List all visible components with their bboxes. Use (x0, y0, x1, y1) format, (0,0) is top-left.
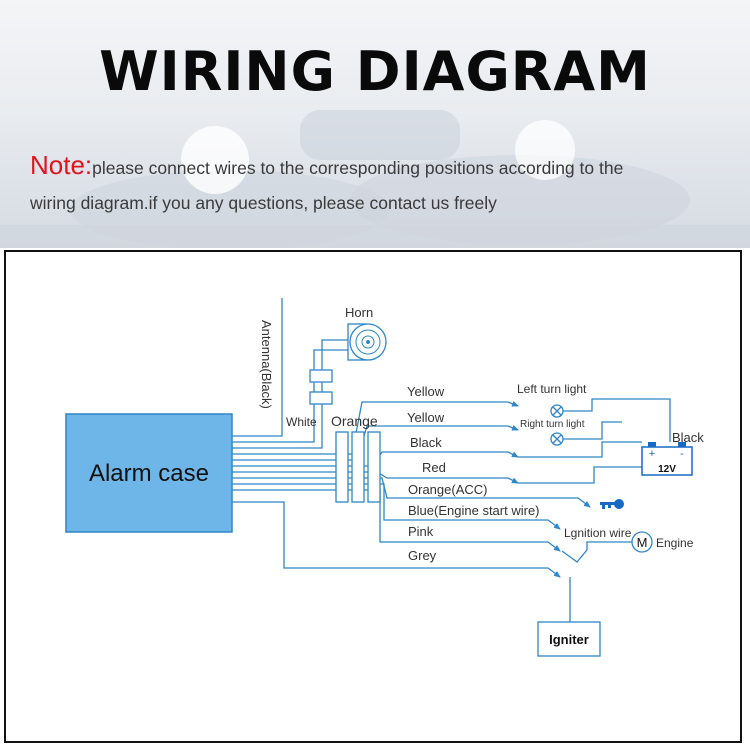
yellow-wire-1 (232, 400, 519, 455)
right-light-return (563, 421, 622, 440)
grey-wire (232, 501, 561, 578)
battery-minus-label: - (680, 448, 684, 460)
motor-label: M (637, 535, 648, 550)
blue-label: Blue(Engine start wire) (408, 503, 540, 518)
black-label: Black (410, 435, 442, 450)
horn-label: Horn (345, 305, 373, 320)
key-icon (600, 499, 624, 509)
battery-plus-line (518, 466, 642, 484)
antenna-wire (232, 298, 283, 437)
left-turn-light-label: Left turn light (517, 382, 587, 396)
wiring-diagram-frame: + - 12V Alarm case Antenna(Black) Horn W… (4, 250, 742, 743)
battery-ground-label: Black (672, 430, 704, 445)
right-turn-light-label: Right turn light (520, 419, 585, 430)
note-label: Note: (30, 150, 93, 180)
blue-wire (232, 483, 561, 530)
yellow-wire-2 (232, 424, 519, 461)
ignition-wire-label: Lgnition wire (564, 526, 632, 540)
motorcycle-background-image (0, 110, 750, 248)
battery-plus-label: + (649, 448, 655, 460)
connector-c (367, 431, 381, 503)
red-label: Red (422, 460, 446, 475)
note-line-2: wiring diagram.if you any questions, ple… (30, 193, 497, 213)
left-bulb-cross (552, 406, 562, 416)
horn-connector (309, 369, 333, 383)
right-bulb-cross (552, 434, 562, 444)
horn-icon (347, 323, 387, 361)
horn-connector-2 (309, 391, 333, 405)
orange-acc-label: Orange(ACC) (408, 482, 487, 497)
ignition-to-motor (586, 541, 632, 550)
antenna-label: Antenna(Black) (259, 320, 274, 409)
left-light-return (563, 398, 671, 442)
grey-label: Grey (408, 548, 437, 563)
pink-wire (232, 489, 561, 552)
ground-line (518, 441, 642, 458)
yellow-label-2: Yellow (407, 410, 445, 425)
page-title: WIRING DIAGRAM (99, 40, 651, 103)
note-text: Note:please connect wires to the corresp… (30, 148, 730, 221)
ignition-switch (561, 549, 588, 563)
alarm-case-box (65, 413, 233, 533)
connector-b (351, 431, 365, 503)
header-banner: WIRING DIAGRAM Note:please connect wires… (0, 0, 750, 248)
battery-voltage: 12V (658, 464, 676, 475)
alarm-case-label: Alarm case (89, 460, 209, 487)
battery-icon: + - 12V (641, 442, 693, 476)
white-wire-label: White (286, 415, 317, 429)
pink-label: Pink (408, 524, 434, 539)
wiring-diagram: + - 12V Alarm case Antenna(Black) Horn W… (65, 298, 704, 657)
igniter-label: Igniter (549, 632, 589, 647)
igniter-box (537, 621, 601, 657)
red-wire (232, 471, 519, 484)
connector-a (335, 431, 349, 503)
yellow-label-1: Yellow (407, 384, 445, 399)
note-line-1: please connect wires to the correspondin… (92, 158, 624, 178)
orange-acc-wire (232, 477, 591, 508)
orange-wire-label: Orange (331, 413, 378, 429)
engine-label: Engine (656, 536, 694, 550)
black-wire (232, 451, 519, 467)
